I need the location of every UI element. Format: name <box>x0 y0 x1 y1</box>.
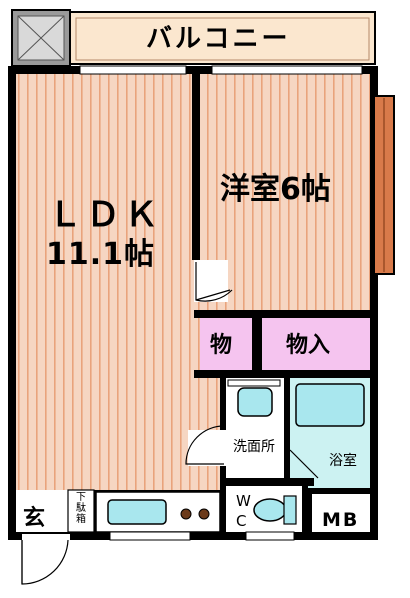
wc-label-w: W <box>236 492 251 510</box>
top-window-western <box>211 65 363 75</box>
entrance-door <box>21 539 69 585</box>
balcony-label: バルコニー <box>146 24 291 54</box>
wc-label-c: C <box>236 512 247 530</box>
top-window-ldk <box>79 65 187 75</box>
stove-burner-1 <box>180 508 192 520</box>
washroom-label: 洗面所 <box>233 439 275 455</box>
bathroom-door <box>289 449 319 479</box>
shoe-box <box>67 489 95 533</box>
storage-label: 物 <box>210 333 233 358</box>
ldk-floor <box>16 74 194 480</box>
toilet <box>253 498 287 522</box>
balcony-area <box>69 11 376 65</box>
stove-burner-2 <box>198 508 210 520</box>
ldk-size-label: 11.1帖 <box>46 237 156 272</box>
meter-box-label: MB <box>322 509 360 531</box>
shoe-box-label: 下駄箱 <box>76 492 86 525</box>
washbasin <box>237 387 273 417</box>
balcony-inner-line <box>75 17 370 61</box>
closet-label: 物入 <box>286 333 331 358</box>
western-room-label: 洋室6帖 <box>220 172 331 207</box>
bottom-window <box>109 531 191 541</box>
ldk-label: ＬＤＫ <box>48 195 162 235</box>
entrance-label: 玄 <box>23 506 46 531</box>
closet <box>262 318 370 370</box>
ldk-floor-lower <box>16 480 96 490</box>
western-room-floor <box>200 74 370 310</box>
storage-small <box>200 318 252 370</box>
partition-wall <box>192 74 200 260</box>
washroom-door <box>185 425 225 465</box>
bathtub <box>295 383 365 427</box>
meter-box <box>312 494 370 532</box>
bathroom-label: 浴室 <box>329 453 357 469</box>
kitchen-sink <box>107 499 167 525</box>
entrance-floor <box>16 490 68 532</box>
